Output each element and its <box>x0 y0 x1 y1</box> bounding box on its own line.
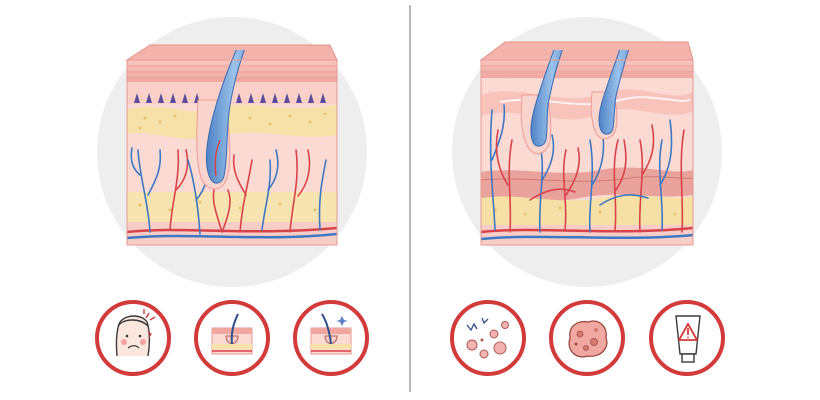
right-icon-row <box>450 300 725 376</box>
hair-shaft <box>205 50 245 184</box>
cream-tube-warning-icon <box>649 300 725 376</box>
left-panel <box>95 17 369 376</box>
vessel-network <box>130 147 327 235</box>
damaged-skin-block <box>479 41 694 246</box>
base-vein <box>481 233 693 241</box>
hair-shaft-right <box>598 50 630 135</box>
left-icon-row <box>95 300 369 376</box>
healthy-skin-block <box>125 44 338 246</box>
skin-top-face <box>125 44 338 61</box>
skin-block-outline <box>126 59 338 246</box>
inflamed-band <box>481 167 693 201</box>
base-artery <box>481 226 693 234</box>
right-panel <box>450 17 725 376</box>
irritated-face-icon <box>95 300 171 376</box>
subcutaneous-fat <box>127 192 337 222</box>
hair-shaft-left <box>530 50 563 147</box>
base-artery <box>127 226 337 234</box>
fat-wave-layer <box>127 104 337 140</box>
skin-top-face <box>479 41 694 61</box>
base-vein <box>127 232 337 240</box>
epidermis-layer <box>481 60 693 78</box>
skin-block-outline <box>480 59 694 246</box>
inflamed-cell-icon <box>549 300 625 376</box>
bacteria-cluster-icon <box>450 300 526 376</box>
sparkle-follicle-section-icon <box>293 300 369 376</box>
hair-follicle-section-icon <box>194 300 270 376</box>
vessel-network <box>489 104 685 233</box>
